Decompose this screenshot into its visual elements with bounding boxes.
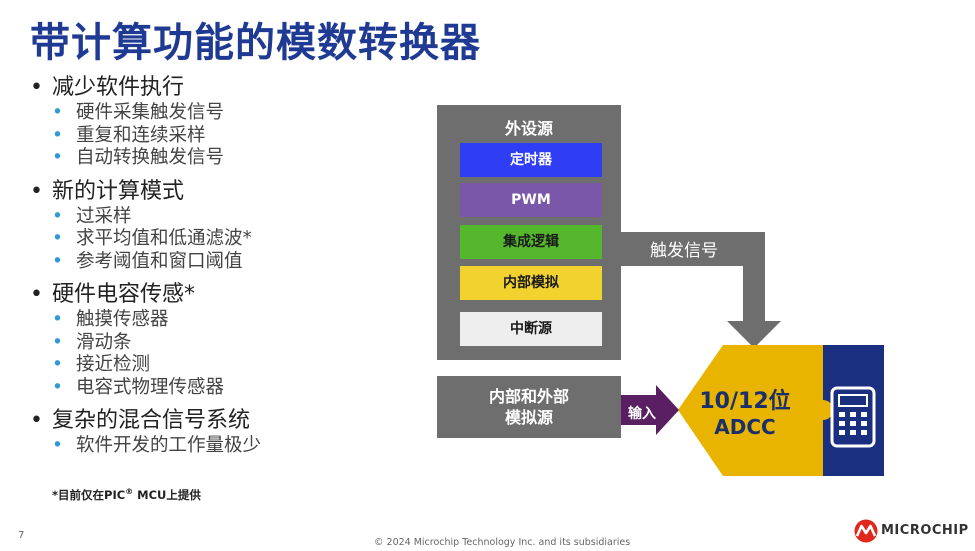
slide-title: 带计算功能的模数转换器 bbox=[30, 20, 481, 66]
footnote-text-tail: MCU上提供 bbox=[133, 488, 201, 502]
bullet-level2: • 自动转换触发信号 bbox=[30, 147, 430, 170]
adcc-name: ADCC bbox=[714, 415, 776, 439]
footnote-text: *目前仅在PIC bbox=[52, 488, 126, 502]
bullet-item: 触摸传感器 bbox=[76, 309, 169, 330]
trigger-label: 触发信号 bbox=[650, 241, 718, 261]
bullet-item: 参考阈值和窗口阈值 bbox=[76, 250, 243, 272]
microchip-logo: MICROCHIP bbox=[853, 519, 973, 543]
bullet-dot: • bbox=[52, 250, 63, 272]
bullet-level2: • 触摸传感器 bbox=[30, 309, 430, 332]
bullet-level2: • 参考阈值和窗口阈值 bbox=[30, 251, 430, 274]
bullet-level2: • 重复和连续采样 bbox=[30, 125, 430, 148]
bullet-level1: • 新的计算模式 bbox=[30, 178, 430, 206]
bullet-level2: • 接近检测 bbox=[30, 354, 430, 377]
bullet-item: 过采样 bbox=[76, 205, 132, 227]
bullet-dot: • bbox=[52, 435, 63, 456]
bullet-dot: • bbox=[52, 147, 63, 168]
bullet-dot: • bbox=[52, 205, 63, 227]
input-label: 输入 bbox=[628, 406, 656, 422]
bullet-dot: • bbox=[52, 228, 63, 249]
bullet-item: 硬件采集触发信号 bbox=[76, 102, 225, 123]
footnote: *目前仅在PIC® MCU上提供 bbox=[52, 487, 201, 503]
source-integrated-logic: 集成逻辑 bbox=[460, 225, 602, 259]
analog-source-text: 内部和外部 模拟源 bbox=[437, 386, 621, 428]
bullet-level2: • 过采样 bbox=[30, 206, 430, 229]
source-internal-analog: 内部模拟 bbox=[460, 266, 602, 300]
copyright-footer: © 2024 Microchip Technology Inc. and its… bbox=[374, 537, 631, 548]
bullet-dot: • bbox=[52, 354, 63, 375]
microchip-logo-text: MICROCHIP bbox=[881, 523, 969, 538]
bullet-level1: • 复杂的混合信号系统 bbox=[30, 407, 430, 435]
bullet-list: •减少软件执行 •硬件采集触发信号 •重复和连续采样 •自动转换触发信号 •新的… bbox=[30, 74, 430, 466]
bullet-level2: • 软件开发的工作量极少 bbox=[30, 435, 430, 458]
trigger-arrowhead bbox=[727, 321, 781, 348]
bullet-dot: • bbox=[30, 408, 43, 433]
bullet-level2: • 电容式物理传感器 bbox=[30, 377, 430, 400]
bullet-dot: • bbox=[30, 75, 43, 100]
bullet-label: 复杂的混合信号系统 bbox=[52, 408, 251, 433]
analog-source-line1: 内部和外部 bbox=[488, 387, 569, 406]
bullet-dot: • bbox=[30, 178, 43, 204]
trigger-arrow-vertical bbox=[743, 266, 765, 321]
source-timer: 定时器 bbox=[460, 143, 602, 177]
bullet-dot: • bbox=[52, 331, 63, 353]
bullet-section: •硬件电容传感* •触摸传感器 •滑动条 •接近检测 •电容式物理传感器 bbox=[30, 281, 430, 399]
bullet-dot: • bbox=[52, 376, 63, 398]
analog-source-box: 内部和外部 模拟源 bbox=[437, 376, 621, 438]
bullet-level2: • 硬件采集触发信号 bbox=[30, 102, 430, 125]
peripheral-sources-title: 外设源 bbox=[504, 119, 553, 138]
bullet-item: 接近检测 bbox=[76, 354, 151, 375]
input-arrow bbox=[621, 385, 679, 435]
chip-notch bbox=[813, 400, 833, 420]
bullet-section: •新的计算模式 •过采样 •求平均值和低通滤波* •参考阈值和窗口阈值 bbox=[30, 178, 430, 274]
bullet-item: 重复和连续采样 bbox=[76, 124, 206, 146]
microchip-logo-icon bbox=[854, 519, 878, 543]
page-number: 7 bbox=[18, 530, 25, 541]
bullet-label: 减少软件执行 bbox=[52, 75, 185, 100]
source-interrupt: 中断源 bbox=[460, 312, 602, 346]
bullet-item: 自动转换触发信号 bbox=[76, 147, 225, 168]
bullet-item: 电容式物理传感器 bbox=[76, 376, 225, 398]
adcc-resolution: 10/12位 bbox=[699, 389, 791, 414]
analog-source-line2: 模拟源 bbox=[504, 408, 553, 427]
bullet-dot: • bbox=[52, 309, 63, 330]
source-pwm: PWM bbox=[460, 183, 602, 217]
calculator-icon bbox=[830, 386, 876, 448]
bullet-level1: • 减少软件执行 bbox=[30, 74, 430, 102]
bullet-section: •减少软件执行 •硬件采集触发信号 •重复和连续采样 •自动转换触发信号 bbox=[30, 74, 430, 170]
bullet-item: 软件开发的工作量极少 bbox=[76, 435, 262, 456]
bullet-dot: • bbox=[52, 102, 63, 123]
bullet-label: 硬件电容传感* bbox=[52, 282, 196, 307]
peripheral-sources-panel: 外设源 定时器 PWM 集成逻辑 内部模拟 中断源 bbox=[437, 105, 621, 360]
registered-mark: ® bbox=[125, 487, 134, 497]
bullet-dot: • bbox=[52, 124, 63, 146]
bullet-section: •复杂的混合信号系统 •软件开发的工作量极少 bbox=[30, 407, 430, 458]
bullet-item: 滑动条 bbox=[76, 331, 132, 353]
adcc-label: 10/12位 ADCC bbox=[690, 388, 800, 440]
bullet-item: 求平均值和低通滤波* bbox=[76, 228, 252, 249]
bullet-label: 新的计算模式 bbox=[52, 178, 185, 204]
trigger-arrow-horizontal bbox=[621, 232, 765, 266]
bullet-level2: • 求平均值和低通滤波* bbox=[30, 228, 430, 251]
bullet-level1: • 硬件电容传感* bbox=[30, 281, 430, 309]
bullet-dot: • bbox=[30, 282, 43, 307]
bullet-level2: • 滑动条 bbox=[30, 332, 430, 355]
